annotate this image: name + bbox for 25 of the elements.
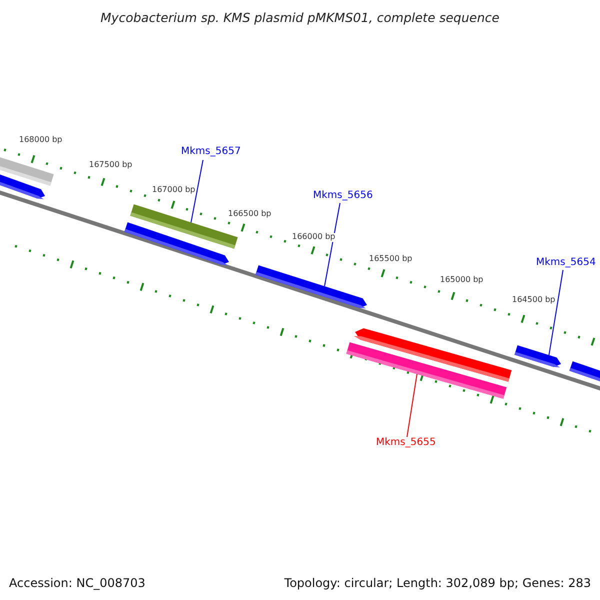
gene-label: Mkms_5654 bbox=[536, 257, 596, 268]
gene-feature-bar bbox=[0, 173, 45, 200]
position-label: 165500 bp bbox=[369, 255, 412, 264]
gene-feature-bar bbox=[124, 222, 229, 266]
gene-feature-bar bbox=[255, 265, 367, 308]
gene-label: Mkms_5655 bbox=[376, 437, 436, 448]
leader-line bbox=[324, 202, 340, 287]
position-label: 166000 bp bbox=[292, 233, 336, 242]
gene-feature-bar bbox=[346, 342, 507, 399]
footer-text: Accession: NC_008703 bbox=[9, 576, 146, 590]
gene-feature-bar bbox=[514, 345, 561, 368]
footer-text: Topology: circular; Length: 302,089 bp; Genes: 283 bbox=[284, 576, 591, 590]
leader-line bbox=[548, 270, 564, 356]
position-label: 164500 bp bbox=[512, 296, 556, 305]
leader-line bbox=[406, 374, 418, 438]
gene-label: Mkms_5657 bbox=[181, 146, 241, 157]
position-label: 167500 bp bbox=[89, 161, 132, 170]
position-label: 167000 bp bbox=[152, 186, 196, 195]
position-label: 166500 bp bbox=[228, 210, 272, 219]
position-label: 165000 bp bbox=[440, 276, 484, 285]
title: Mycobacterium sp. KMS plasmid pMKMS01, complete sequence bbox=[100, 10, 500, 25]
gene-feature-bar bbox=[569, 361, 600, 383]
position-label: 168000 bp bbox=[19, 136, 62, 145]
gene-label: Mkms_5656 bbox=[313, 190, 373, 201]
leader-line bbox=[190, 160, 204, 223]
